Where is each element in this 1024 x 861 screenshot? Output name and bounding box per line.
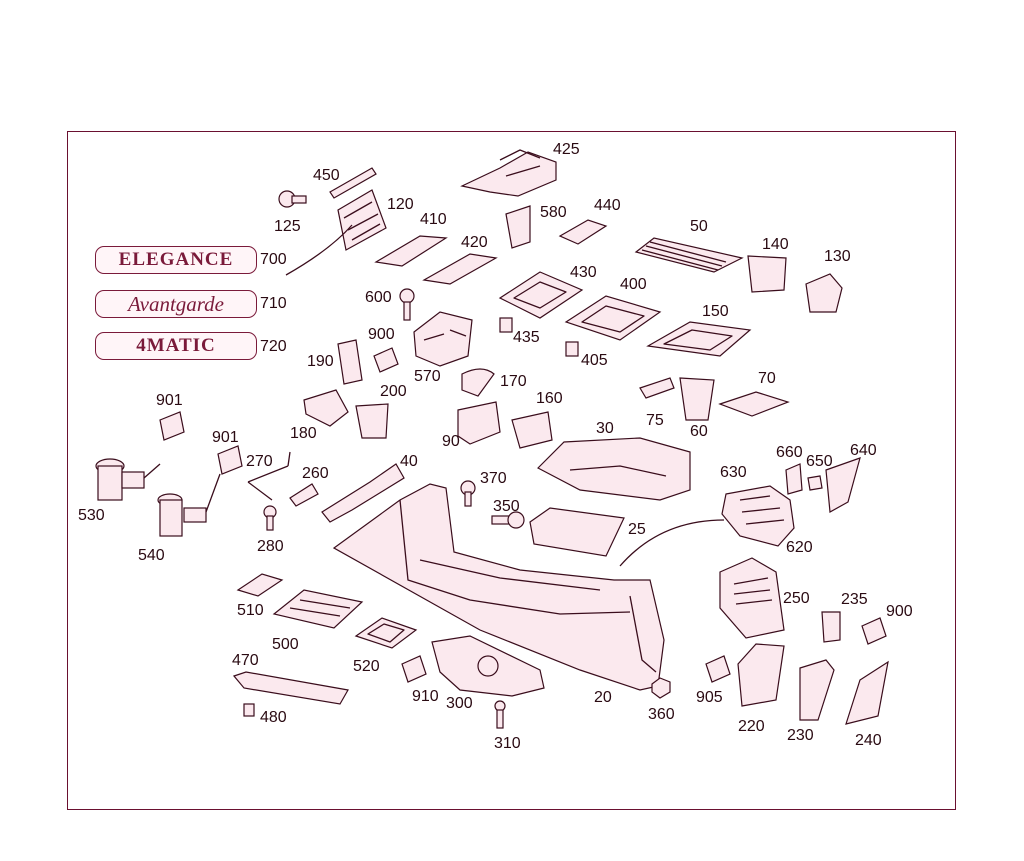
label-700: 700 <box>260 251 287 268</box>
label-270: 270 <box>246 453 273 470</box>
label-260: 260 <box>302 465 329 482</box>
label-905: 905 <box>696 689 723 706</box>
label-235: 235 <box>841 591 868 608</box>
label-280: 280 <box>257 538 284 555</box>
label-240: 240 <box>855 732 882 749</box>
label-360: 360 <box>648 706 675 723</box>
diagram-frame <box>67 131 956 810</box>
label-620: 620 <box>786 539 813 556</box>
label-125: 125 <box>274 218 301 235</box>
label-60: 60 <box>690 423 708 440</box>
label-230: 230 <box>787 727 814 744</box>
label-300: 300 <box>446 695 473 712</box>
label-430: 430 <box>570 264 597 281</box>
label-200: 200 <box>380 383 407 400</box>
label-410: 410 <box>420 211 447 228</box>
label-510: 510 <box>237 602 264 619</box>
label-370: 370 <box>480 470 507 487</box>
label-900a: 900 <box>368 326 395 343</box>
label-420: 420 <box>461 234 488 251</box>
label-405: 405 <box>581 352 608 369</box>
label-530: 530 <box>78 507 105 524</box>
label-160: 160 <box>536 390 563 407</box>
label-250: 250 <box>783 590 810 607</box>
part-125 <box>278 190 307 208</box>
label-520: 520 <box>353 658 380 675</box>
label-310: 310 <box>494 735 521 752</box>
label-640: 640 <box>850 442 877 459</box>
label-400: 400 <box>620 276 647 293</box>
label-425: 425 <box>553 141 580 158</box>
label-170: 170 <box>500 373 527 390</box>
label-480: 480 <box>260 709 287 726</box>
label-650: 650 <box>806 453 833 470</box>
badge-avantgarde-text: Avantgarde <box>127 291 225 316</box>
label-435: 435 <box>513 329 540 346</box>
label-570: 570 <box>414 368 441 385</box>
label-30: 30 <box>596 420 614 437</box>
label-901a: 901 <box>156 392 183 409</box>
label-660: 660 <box>776 444 803 461</box>
label-75: 75 <box>646 412 664 429</box>
label-350: 350 <box>493 498 520 515</box>
part-370 <box>460 480 476 507</box>
label-40: 40 <box>400 453 418 470</box>
label-25: 25 <box>628 521 646 538</box>
label-150: 150 <box>702 303 729 320</box>
badge-elegance-text: ELEGANCE <box>118 249 234 270</box>
label-190: 190 <box>307 353 334 370</box>
label-140: 140 <box>762 236 789 253</box>
label-450: 450 <box>313 167 340 184</box>
label-70: 70 <box>758 370 776 387</box>
label-600: 600 <box>365 289 392 306</box>
label-540: 540 <box>138 547 165 564</box>
part-600 <box>399 288 415 321</box>
label-50: 50 <box>690 218 708 235</box>
label-900b: 900 <box>886 603 913 620</box>
badge-4matic: 4MATIC <box>95 332 257 360</box>
part-530 <box>95 458 161 501</box>
part-540 <box>157 473 221 537</box>
label-630: 630 <box>720 464 747 481</box>
label-710: 710 <box>260 295 287 312</box>
label-580: 580 <box>540 204 567 221</box>
badge-4matic-text: 4MATIC <box>136 335 216 356</box>
label-720: 720 <box>260 338 287 355</box>
part-350 <box>491 511 525 529</box>
label-910: 910 <box>412 688 439 705</box>
label-901b: 901 <box>212 429 239 446</box>
label-220: 220 <box>738 718 765 735</box>
badge-elegance: ELEGANCE <box>95 246 257 274</box>
part-310 <box>494 700 506 729</box>
label-20: 20 <box>594 689 612 706</box>
label-440: 440 <box>594 197 621 214</box>
badge-avantgarde: Avantgarde <box>95 290 257 318</box>
part-280 <box>263 505 277 531</box>
label-130: 130 <box>824 248 851 265</box>
label-470: 470 <box>232 652 259 669</box>
label-90: 90 <box>442 433 460 450</box>
label-180: 180 <box>290 425 317 442</box>
label-500: 500 <box>272 636 299 653</box>
label-120: 120 <box>387 196 414 213</box>
